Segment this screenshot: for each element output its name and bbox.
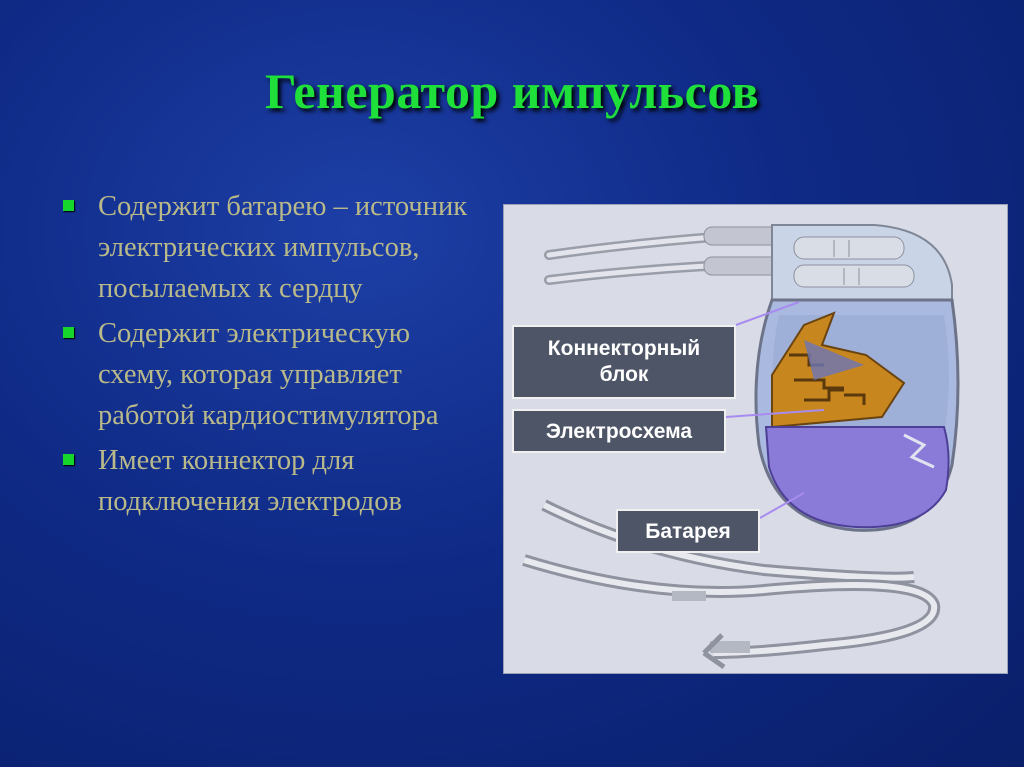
circuit-board [771, 311, 906, 429]
square-bullet-icon [63, 454, 74, 465]
slide-title: Генератор импульсов [264, 63, 760, 119]
circuit-leader-line [725, 409, 825, 418]
bullet-item-circuit: Содержит электрическую схему, которая уп… [60, 313, 480, 436]
connector-leads [544, 226, 785, 285]
bullet-text: Содержит батарею – источник электрически… [98, 191, 468, 304]
square-bullet-icon [63, 200, 74, 211]
bullet-list: Содержит батарею – источник электрически… [60, 186, 480, 526]
connector-block [771, 224, 953, 301]
bullet-item-battery: Содержит батарею – источник электрически… [60, 186, 480, 309]
battery-label: Батарея [616, 509, 760, 553]
bullet-text: Содержит электрическую схему, которая уп… [98, 318, 439, 431]
pacing-lead [522, 499, 941, 670]
connector-leader-line [735, 301, 800, 326]
pacemaker-drawing [522, 224, 960, 670]
connector-label: Коннекторный блок [512, 325, 736, 399]
bullet-text: Имеет коннектор для подключения электрод… [98, 445, 402, 517]
pacemaker-illustration: Коннекторный блок Электросхема Батарея [503, 204, 1008, 674]
bullet-item-connector: Имеет коннектор для подключения электрод… [60, 440, 480, 522]
circuit-label: Электросхема [512, 409, 726, 453]
square-bullet-icon [63, 327, 74, 338]
battery-cell [764, 426, 950, 529]
battery-leader-line [759, 492, 805, 519]
